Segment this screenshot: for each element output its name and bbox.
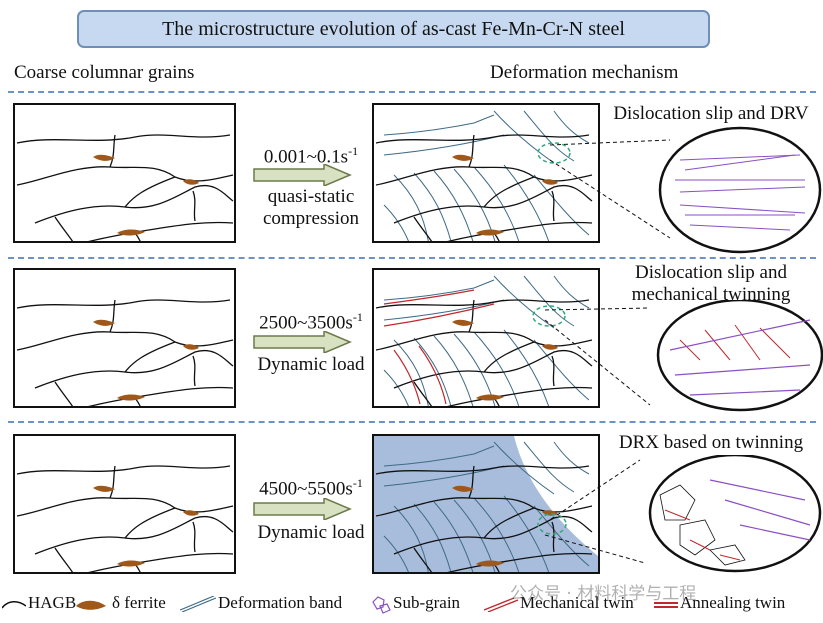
zoom-detail	[544, 300, 823, 412]
row-divider	[8, 91, 816, 93]
watermark: 公众号 · 材料科学与工程	[510, 584, 697, 604]
legend-annealing-twin: Annealing twin	[680, 593, 786, 612]
right-arrow-icon	[253, 331, 352, 353]
right-arrow-icon	[253, 498, 352, 520]
row-divider	[8, 421, 816, 423]
figure-title-text: The microstructure evolution of as-cast …	[162, 17, 625, 40]
initial-microstructure-panel	[13, 103, 236, 243]
hagb-line-icon	[2, 601, 26, 609]
ferrite-icon	[76, 600, 106, 610]
deformed-microstructure-panel	[372, 434, 600, 574]
mechanism-label: DRX based on twinning	[618, 432, 804, 453]
zoom-detail	[544, 455, 822, 573]
sub-grain-icon	[372, 596, 391, 614]
strain-rate-label: 2500~3500s-1	[259, 310, 363, 334]
strain-rate-label: 0.001~0.1s-1	[263, 144, 359, 168]
deformation-band-icon	[180, 596, 216, 612]
load-type-label: Dynamic load	[257, 354, 365, 375]
row-divider	[8, 257, 816, 259]
legend-deformation-band: Deformation band	[218, 593, 343, 612]
mechanism-label: Dislocation slip and DRV	[613, 103, 809, 124]
column-header-left: Coarse columnar grains	[14, 62, 195, 83]
strain-rate-label: 4500~5500s-1	[259, 476, 363, 500]
load-type-label: Dynamic load	[257, 522, 365, 543]
initial-microstructure-panel	[13, 268, 236, 408]
initial-microstructure-panel	[13, 434, 236, 574]
zoom-detail	[549, 126, 822, 254]
mechanical-twin-icon	[484, 597, 518, 612]
legend-ferrite: δ ferrite	[112, 593, 166, 612]
deformed-microstructure-panel	[372, 268, 600, 408]
legend-mechanical-twin: Mechanical twin	[520, 593, 634, 612]
annealing-twin-icon	[654, 602, 678, 608]
figure-title: The microstructure evolution of as-cast …	[77, 10, 710, 48]
column-header-right: Deformation mechanism	[490, 62, 679, 83]
deformed-microstructure-panel	[372, 103, 600, 243]
right-arrow-icon	[253, 164, 352, 186]
legend-sub-grain: Sub-grain	[393, 593, 461, 612]
legend: HAGB δ ferrite Deformation band Sub-grai…	[0, 590, 823, 618]
legend-hagb: HAGB	[28, 593, 77, 612]
